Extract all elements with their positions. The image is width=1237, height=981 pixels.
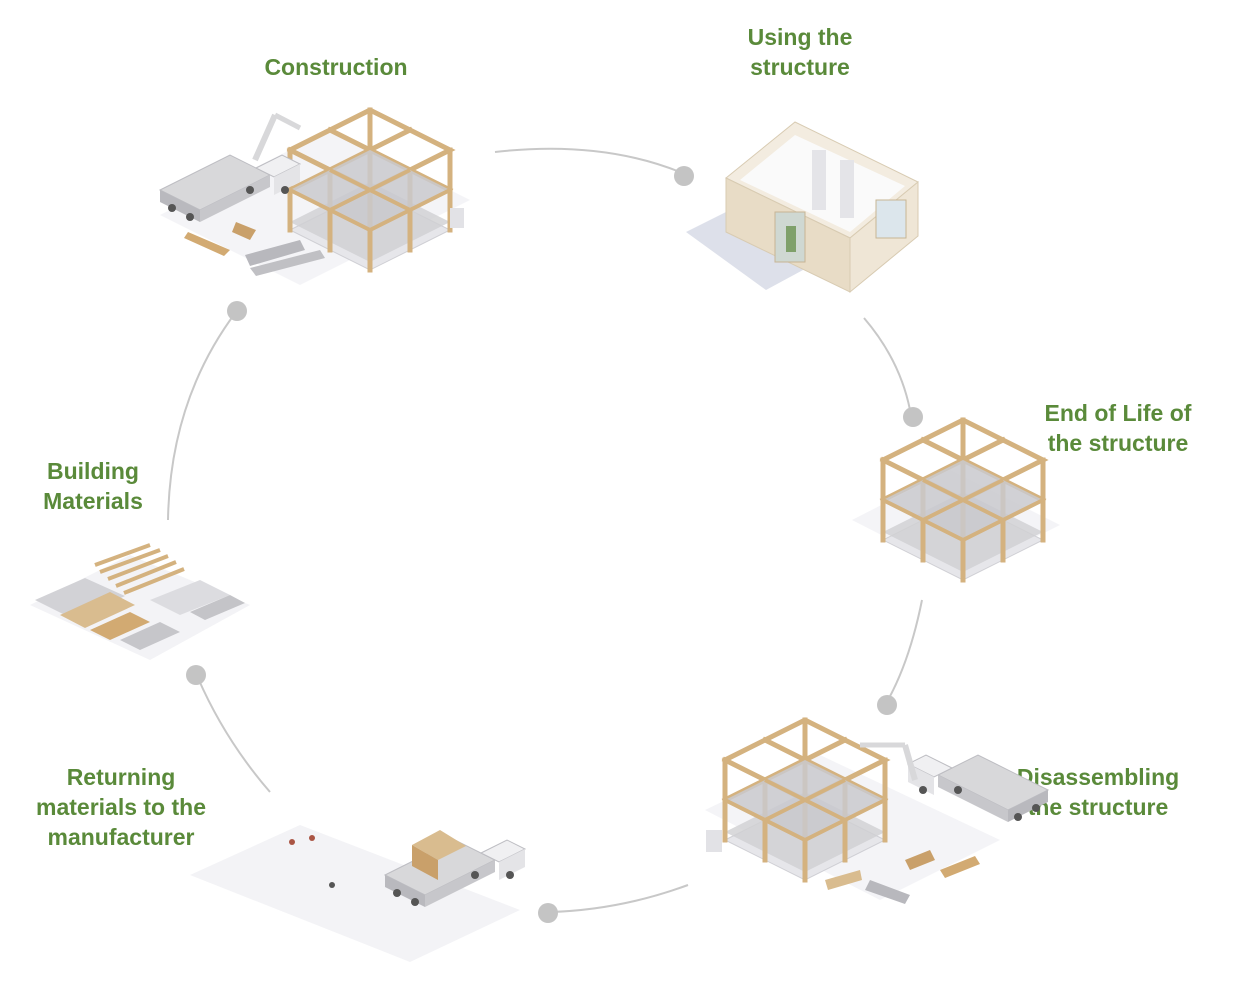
label-returning-materials: Returning materials to the manufacturer [36, 764, 206, 850]
node-returning [538, 903, 558, 923]
node-construction [227, 301, 247, 321]
end-of-life-illustration [852, 420, 1060, 580]
node-disassembling [877, 695, 897, 715]
cycle-nodes [186, 166, 923, 923]
arc-construction-to-using [494, 147, 681, 173]
node-building-materials [186, 665, 206, 685]
construction-illustration [159, 110, 470, 285]
label-construction: Construction [264, 54, 408, 80]
building-materials-illustration [30, 543, 250, 660]
node-end-of-life [903, 407, 923, 427]
using-structure-illustration [686, 121, 919, 294]
label-building-materials: Building Materials [43, 458, 143, 514]
arc-returning-to-building-materials [197, 677, 271, 793]
arc-building-materials-to-construction [167, 311, 237, 521]
arc-disassembling-to-returning [549, 884, 689, 913]
node-using [674, 166, 694, 186]
returning-materials-illustration [190, 825, 526, 962]
label-disassembling: Disassembling the structure [1016, 764, 1180, 820]
arc-using-to-end-of-life [863, 317, 911, 411]
disassembling-illustration [705, 720, 1049, 904]
label-using-the-structure: Using the structure [747, 24, 853, 80]
label-end-of-life: End of Life of the structure [1044, 400, 1192, 456]
cycle-arcs [167, 147, 923, 913]
arc-end-of-life-to-disassembling [887, 599, 923, 701]
